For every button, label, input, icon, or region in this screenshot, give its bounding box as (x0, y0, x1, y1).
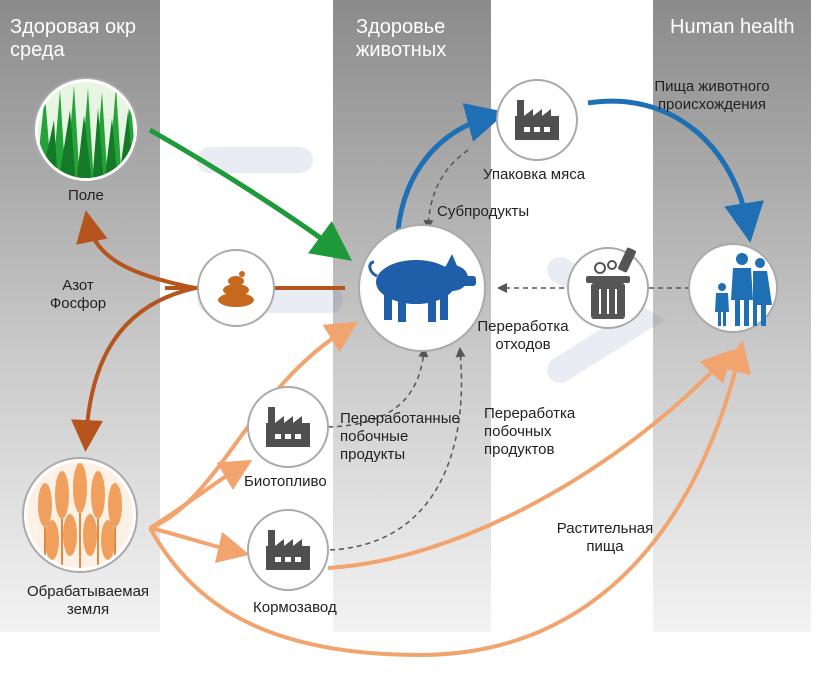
arrow-feed-mill-to-human (327, 349, 734, 570)
label-plant-food: Растительная пища (556, 520, 654, 555)
feed-mill-factory-icon (247, 509, 329, 591)
pig-icon (358, 224, 486, 352)
arrow-meat-packing-to-human (587, 98, 764, 243)
label-waste-processing: Переработка отходов (477, 318, 569, 353)
arrow-pig-to-meat-packing (395, 103, 507, 231)
label-meat-packing: Упаковка мяса (483, 166, 586, 183)
label-offal: Субпродукты (437, 203, 530, 220)
arrow-offal-to-pig (423, 149, 469, 230)
family-icon (688, 243, 778, 333)
trash-bin-icon (567, 247, 649, 329)
arrow-field-to-pig (148, 127, 353, 261)
label-feed-mill: Кормозавод (253, 599, 337, 616)
wheat-icon (22, 457, 138, 573)
manure-icon (197, 249, 275, 327)
arrow-feed-mill-to-pig (329, 347, 466, 551)
label-field: Поле (68, 187, 104, 204)
label-nitrogen-phosphorus: Азот Фосфор (49, 277, 107, 312)
label-byproduct-processing: Переработка побочных продуктов (484, 405, 576, 458)
arrow-manure-to-field (76, 210, 196, 290)
label-processed-byproducts: Переработанные побочные продукты (340, 410, 460, 463)
column-title-animal: Здоровье животных (356, 16, 447, 61)
arrow-land-to-feed-mill (149, 526, 250, 564)
column-title-human: Human health (670, 16, 795, 38)
meat-packing-factory-icon (496, 79, 578, 161)
arrow-manure-to-arable-land (71, 286, 196, 452)
label-animal-food: Пища животного происхождения (654, 78, 770, 113)
arrow-land-to-biofuel (148, 459, 253, 530)
biofuel-factory-icon (247, 386, 329, 468)
label-arable-land: Обрабатываемая земля (26, 583, 150, 618)
label-biofuel: Биотопливо (244, 473, 327, 490)
grass-icon (33, 77, 139, 183)
arrow-land-to-human (148, 340, 751, 658)
column-title-environment: Здоровая окр среда (10, 16, 137, 61)
arrow-processed-byproducts-to-pig (327, 347, 429, 428)
